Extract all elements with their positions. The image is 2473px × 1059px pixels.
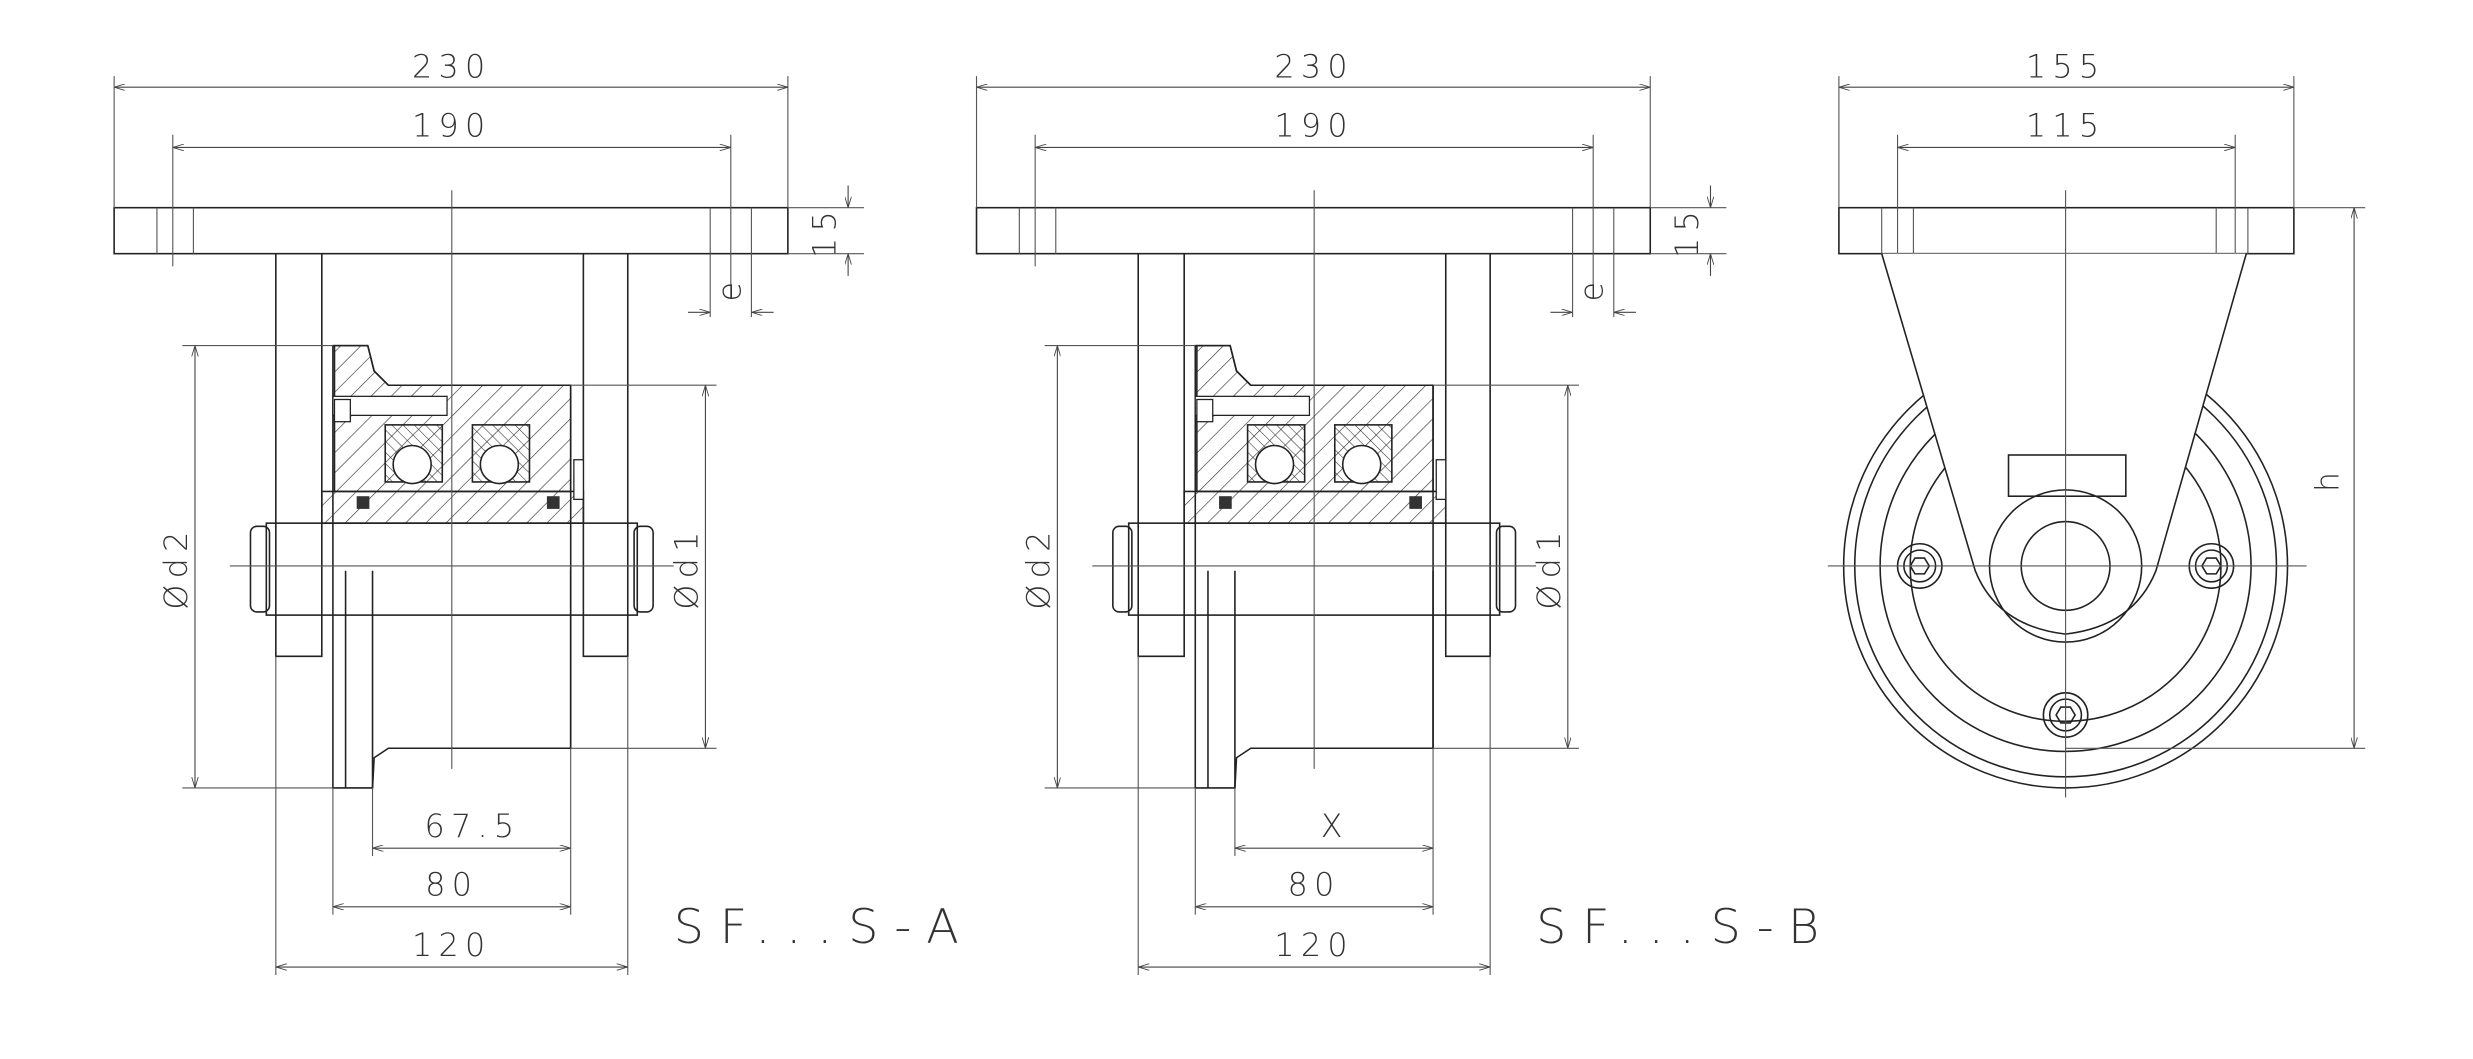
dim-height: h — [2310, 466, 2346, 492]
dim-d2: Ød2 — [159, 525, 195, 609]
dim-holes: 190 — [1274, 108, 1354, 144]
dim-thickness: 15 — [1670, 205, 1706, 258]
dim-hole-e: e — [712, 276, 748, 302]
dim-overall: 230 — [1274, 50, 1354, 86]
front-view-b: 230 190 15 e Ød2 Ød1 X 80 120 SF...S-B — [977, 50, 1835, 975]
dim-tread: 67.5 — [424, 809, 520, 845]
dim-bracket: 120 — [1274, 928, 1354, 964]
dim-hub: 80 — [425, 868, 478, 904]
dim-overall: 155 — [2026, 50, 2106, 86]
dim-d2: Ød2 — [1021, 525, 1057, 609]
dim-hub: 80 — [1288, 868, 1341, 904]
dim-d1: Ød1 — [1532, 525, 1568, 609]
dim-d1: Ød1 — [670, 525, 706, 609]
dim-thickness: 15 — [807, 205, 843, 258]
dim-tread: X — [1321, 809, 1349, 845]
dim-holes: 190 — [412, 108, 492, 144]
dim-bracket: 120 — [412, 928, 492, 964]
dim-holes: 115 — [2026, 108, 2106, 144]
view-label-b: SF...S-B — [1536, 900, 1835, 955]
view-label-a: SF...S-A — [674, 900, 975, 955]
dim-overall: 230 — [412, 50, 492, 86]
side-view: 155 115 h — [1827, 50, 2366, 798]
front-view-a: 230 190 15 e Ød2 Ød1 67.5 80 120 SF...S-… — [114, 50, 975, 975]
dim-hole-e: e — [1575, 276, 1611, 302]
